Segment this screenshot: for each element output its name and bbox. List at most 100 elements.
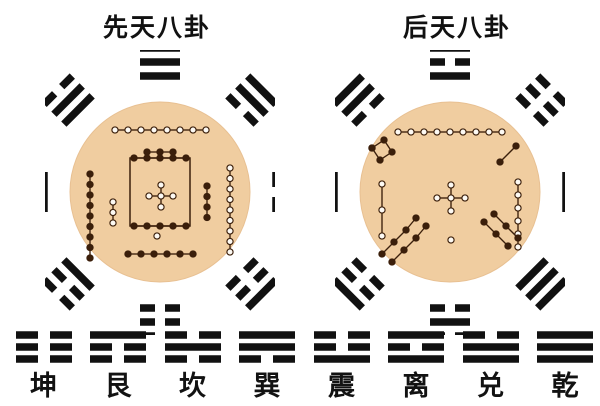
legend-trigram-name: 坎 — [179, 371, 206, 401]
dot-yin — [169, 192, 177, 200]
dot-yin — [111, 126, 119, 134]
trigram-line-broken-left — [164, 355, 187, 363]
legend-trigram-svg — [462, 331, 519, 363]
dot-yin — [433, 194, 441, 202]
legend-item-兑: 兑 — [453, 328, 528, 401]
dot-yang — [390, 238, 398, 246]
trigram-line-solid — [90, 331, 146, 339]
dot-yang — [150, 250, 158, 258]
trigram-line-solid — [537, 331, 593, 339]
trigram-line-solid — [61, 257, 95, 291]
dot-yang — [496, 158, 504, 166]
dot-yang — [388, 258, 396, 266]
legend-trigram-symbol — [385, 328, 447, 369]
houtian-bagua-diagram: 离巽震艮坎乾兑坤 — [335, 50, 565, 335]
dot-yang — [169, 222, 177, 230]
trigram-line-broken-left — [272, 172, 275, 187]
trigram-line-broken-left — [68, 284, 85, 301]
dot-yin — [472, 128, 480, 136]
trigram-line-solid — [388, 355, 444, 363]
trigram-line-broken-right — [124, 343, 146, 351]
dot-yin — [189, 126, 197, 134]
dot-yang — [86, 222, 94, 231]
trigram-line-broken-left — [15, 331, 38, 339]
trigram-line-broken-right — [273, 355, 295, 363]
legend-trigram-symbol — [460, 328, 522, 369]
dot-yang — [156, 154, 164, 162]
trigram-line-broken-left — [164, 331, 187, 339]
trigram-line-solid — [335, 73, 365, 107]
trigram-line-broken-left — [313, 343, 336, 351]
trigram-houtian-top-left: 巽 — [335, 73, 385, 127]
legend-trigram-name: 艮 — [104, 371, 132, 401]
trigram-line-broken-right — [225, 274, 242, 291]
trigram-line-solid — [515, 257, 549, 291]
dot-yin — [202, 126, 210, 134]
dot-yin — [157, 192, 165, 200]
trigram-xiantian-top-right: 巽 — [225, 73, 275, 127]
trigram-line-broken-right — [422, 343, 444, 351]
trigram-line-broken-right — [542, 100, 559, 117]
trigram-xiantian-top: 乾 — [140, 50, 180, 80]
dot-yin — [226, 174, 234, 183]
legend-trigram-name: 兑 — [477, 371, 504, 401]
hetu-dot-pattern — [86, 126, 234, 262]
dot-yang — [502, 222, 510, 230]
dot-yang — [130, 154, 138, 162]
dot-yang — [189, 250, 197, 258]
legend-trigram-svg — [313, 331, 370, 363]
dot-yin — [514, 243, 522, 251]
trigram-line-broken-right — [347, 331, 370, 339]
trigram-line-solid — [341, 83, 375, 117]
trigram-line-broken-left — [225, 93, 242, 110]
trigram-line-broken-right — [124, 355, 146, 363]
trigram-line-solid — [525, 267, 559, 301]
trigram-line-broken-left — [351, 110, 368, 127]
dot-yang — [412, 214, 420, 222]
trigram-line-broken-right — [430, 304, 445, 312]
trigram-line-broken-right — [198, 355, 221, 363]
dot-yin — [420, 128, 428, 136]
trigram-line-solid — [535, 277, 565, 311]
dot-yang — [380, 136, 388, 144]
legend-trigram-svg — [388, 331, 444, 363]
dot-yin — [514, 204, 522, 212]
legend-trigram-svg — [537, 331, 593, 363]
trigram-line-broken-right — [496, 331, 519, 339]
dot-yang — [203, 192, 211, 201]
trigram-line-broken-right — [45, 277, 58, 293]
dot-yin — [485, 128, 493, 136]
dot-yin — [378, 180, 386, 188]
dot-yang — [156, 148, 164, 156]
dot-yang — [514, 234, 522, 242]
dot-yin — [447, 236, 455, 244]
trigram-xiantian-top-left: 兑 — [45, 73, 95, 127]
trigram-line-broken-right — [51, 267, 68, 284]
dot-yin — [150, 126, 158, 134]
legend-item-震: 震 — [304, 328, 379, 401]
dot-yin — [153, 232, 161, 240]
trigram-line-solid — [45, 172, 48, 212]
dot-yang — [376, 156, 384, 164]
trigram-line-broken-left — [242, 257, 259, 274]
dot-yang — [137, 250, 145, 258]
trigram-line-broken-left — [252, 267, 269, 284]
trigram-houtian-left: 震 — [335, 172, 338, 212]
dot-yang — [143, 148, 151, 156]
trigram-line-solid — [245, 73, 275, 107]
trigram-line-broken-right — [341, 267, 358, 284]
legend-trigram-svg — [90, 331, 146, 363]
trigram-xiantian-bottom-left: 震 — [45, 257, 95, 311]
dot-yin — [163, 126, 171, 134]
dot-yang — [378, 250, 386, 258]
dot-yin — [378, 232, 386, 240]
trigram-line-solid — [537, 343, 593, 351]
dot-yang — [490, 210, 498, 218]
trigram-line-broken-right — [235, 284, 252, 301]
legend-item-巽: 巽 — [230, 328, 305, 401]
legend-trigram-name: 离 — [402, 371, 430, 401]
dot-yang — [86, 254, 94, 262]
dot-yin — [109, 219, 117, 227]
trigram-line-solid — [430, 318, 470, 326]
